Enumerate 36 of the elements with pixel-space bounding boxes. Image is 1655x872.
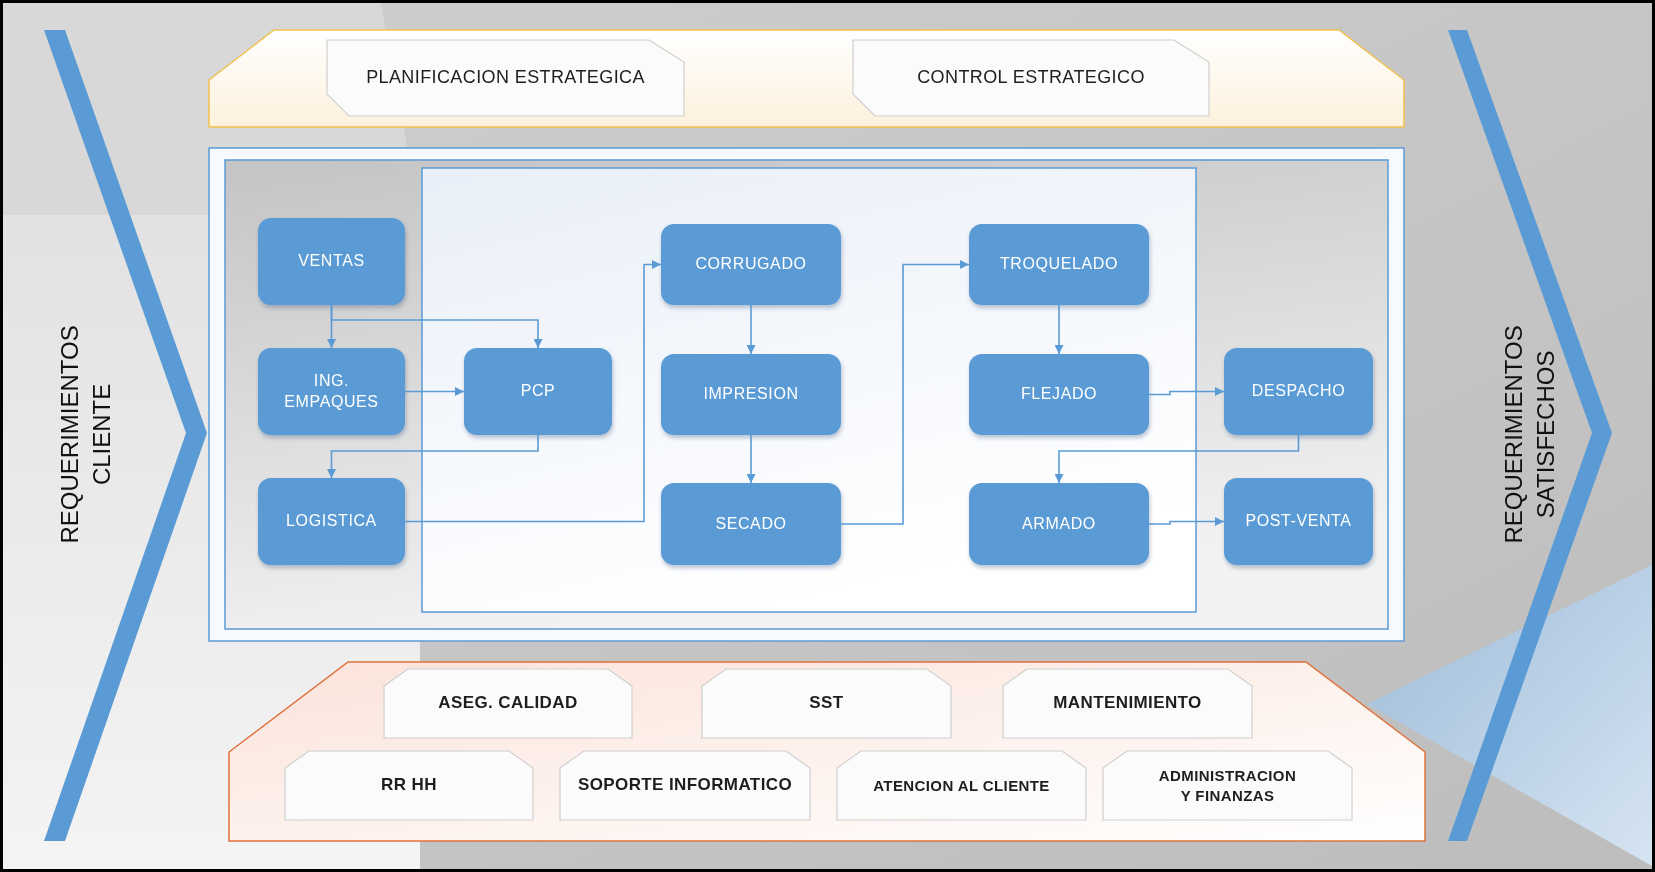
process-box: SECADO [661,483,841,565]
arrow [1054,434,1300,484]
process-box: DESPACHO [1224,348,1373,435]
process-box: VENTAS [258,218,405,305]
process-box: CORRUGADO [661,224,841,305]
arrow [1148,387,1225,396]
arrow [404,387,465,396]
support-card: ADMINISTRACION Y FINANZAS [1103,751,1352,820]
arrow [746,434,756,484]
process-box: POST-VENTA [1224,478,1373,565]
arrow [746,304,756,355]
arrow [327,434,539,479]
strategy-card: PLANIFICACION ESTRATEGICA [327,40,684,116]
support-card: MANTENIMIENTO [1003,669,1252,738]
arrow [1148,517,1225,526]
arrow [840,260,970,525]
strategy-card: CONTROL ESTRATEGICO [853,40,1209,116]
process-box: IMPRESION [661,354,841,435]
side-label: REQUERIMIENTOS SATISFECHOS [1498,324,1560,545]
production-area [422,168,1196,612]
process-box: ING. EMPAQUES [258,348,405,435]
arrow [404,260,662,523]
process-box: ARMADO [969,483,1149,565]
support-card: SOPORTE INFORMATICO [560,751,810,820]
process-box: TROQUELADO [969,224,1149,305]
support-card: SST [702,669,951,738]
support-card: ATENCION AL CLIENTE [837,751,1086,820]
support-card: ASEG. CALIDAD [384,669,632,738]
side-label: REQUERIMIENTOS CLIENTE [54,324,116,545]
support-card: RR HH [285,751,533,820]
top-band [209,30,1404,127]
process-box: PCP [464,348,612,435]
process-box: FLEJADO [969,354,1149,435]
arrow [330,304,543,349]
process-box: LOGISTICA [258,478,405,565]
arrow [1054,304,1064,355]
